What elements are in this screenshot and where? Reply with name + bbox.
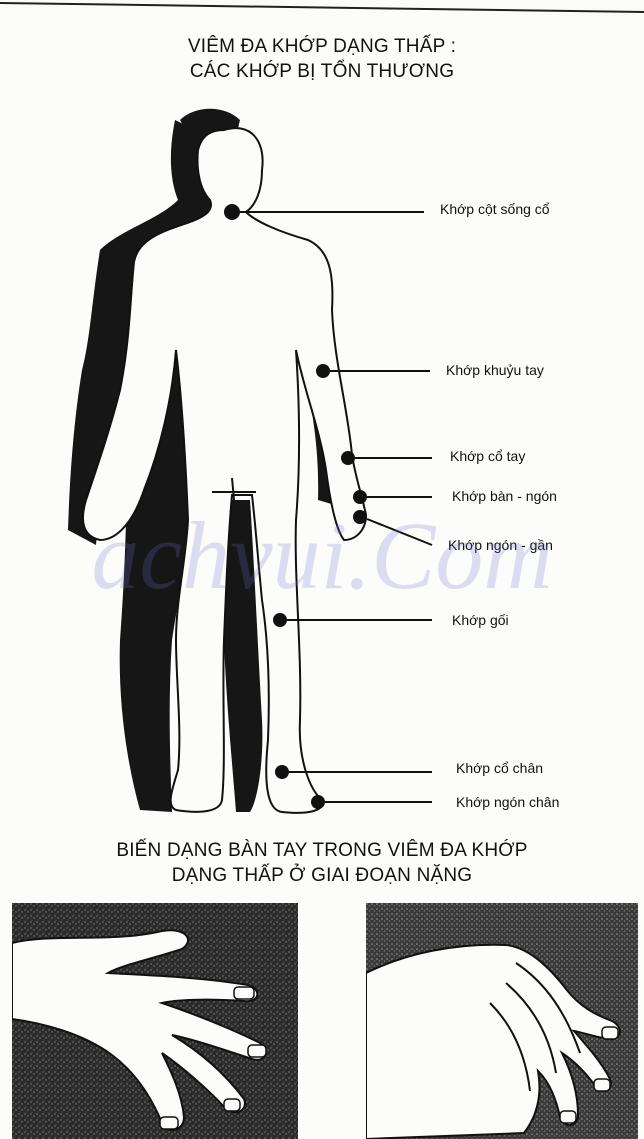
joint-dot-ankle (275, 765, 289, 779)
label-ankle-joint: Khớp cổ chân (456, 760, 543, 776)
leader-pip (367, 519, 432, 545)
label-neck-joint: Khớp cột sống cổ (440, 201, 550, 217)
joint-dot-pip (353, 510, 367, 524)
label-elbow-joint: Khớp khuỷu tay (446, 362, 544, 378)
hand-illustration-right (366, 903, 638, 1139)
label-toe-joint: Khớp ngón chân (456, 794, 559, 810)
label-knee-joint: Khớp gối (452, 612, 509, 628)
label-pip-joint: Khớp ngón - gần (448, 537, 553, 553)
hands-title-line-1: BIẾN DẠNG BÀN TAY TRONG VIÊM ĐA KHỚP (0, 838, 644, 863)
label-mcp-joint: Khớp bàn - ngón (452, 488, 557, 504)
label-wrist-joint: Khớp cổ tay (450, 448, 525, 464)
hands-title-line-2: DẠNG THẤP Ở GIAI ĐOẠN NẶNG (0, 863, 644, 888)
deformed-hand-right-image (366, 903, 638, 1139)
scan-border (0, 3, 644, 12)
joint-dot-elbow (316, 364, 330, 378)
joint-dot-mcp (353, 490, 367, 504)
deformed-hand-left-image (12, 903, 298, 1139)
joint-dot-knee (273, 613, 287, 627)
hands-title: BIẾN DẠNG BÀN TAY TRONG VIÊM ĐA KHỚP DẠN… (0, 838, 644, 888)
joint-dot-toe (311, 795, 325, 809)
joint-dot-wrist (341, 451, 355, 465)
hand-illustration-left (12, 903, 298, 1139)
joint-dot-neck (224, 204, 240, 220)
